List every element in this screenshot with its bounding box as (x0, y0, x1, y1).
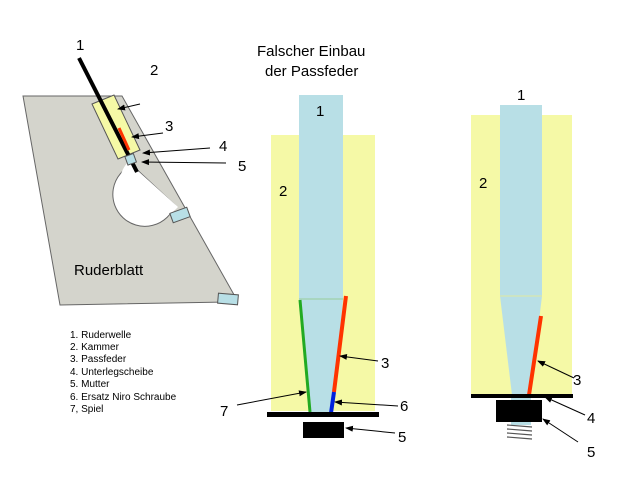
passfeder (527, 315, 543, 396)
unterlegscheibe (267, 412, 379, 417)
legend-item: 6. Ersatz Niro Schraube (70, 392, 177, 403)
callout-5: 5 (398, 429, 406, 446)
callout-4: 4 (219, 138, 227, 155)
spiel (298, 299, 312, 413)
callout-2: 2 (150, 62, 158, 79)
ruderwelle-taper (299, 299, 343, 412)
ersatz-schraube (329, 391, 336, 414)
callout-1: 1 (517, 87, 525, 104)
title-line-1: Falscher Einbau (257, 43, 365, 60)
mutter (496, 400, 542, 422)
block (169, 206, 191, 224)
legend-item: 2. Kammer (70, 342, 120, 353)
legend-item: 1. Ruderwelle (70, 330, 132, 341)
legend-item: 7, Spiel (70, 404, 103, 415)
callout-3: 3 (165, 118, 173, 135)
callout-2: 2 (479, 175, 487, 192)
block (217, 292, 239, 306)
callout-5: 5 (587, 444, 595, 461)
callout-5: 5 (238, 158, 246, 175)
rudder-label: Ruderblatt (74, 262, 144, 279)
callout-1: 1 (316, 103, 324, 120)
wrong-installation: 1 2 3 6 5 7 (220, 95, 408, 446)
callout-3: 3 (381, 355, 389, 372)
callout-4: 4 (587, 410, 595, 427)
rudder-cutout (119, 162, 178, 219)
callout-1: 1 (76, 37, 84, 54)
passfeder-small (117, 127, 131, 151)
ruderwelle (500, 105, 542, 297)
callout-7: 7 (220, 403, 228, 420)
thread-lines (506, 424, 533, 440)
legend-item: 3. Passfeder (70, 354, 127, 365)
legend-item: 4. Unterlegscheibe (70, 367, 154, 378)
mutter-small (124, 152, 138, 166)
callout-6: 6 (400, 398, 408, 415)
title-line-2: der Passfeder (265, 63, 358, 80)
ruderwelle (299, 95, 343, 300)
legend: 1. Ruderwelle 2. Kammer 3. Passfeder 4. … (70, 330, 177, 415)
ruderwelle-small (77, 57, 139, 173)
rudder-overview: 1 2 3 4 5 Ruderblatt (22, 37, 246, 306)
callout-2: 2 (279, 183, 287, 200)
mutter (303, 422, 344, 438)
legend-item: 5. Mutter (70, 379, 110, 390)
correct-installation: 1 2 3 4 5 (471, 87, 595, 461)
callout-3: 3 (573, 372, 581, 389)
passfeder (332, 295, 348, 393)
unterlegscheibe (471, 394, 573, 398)
